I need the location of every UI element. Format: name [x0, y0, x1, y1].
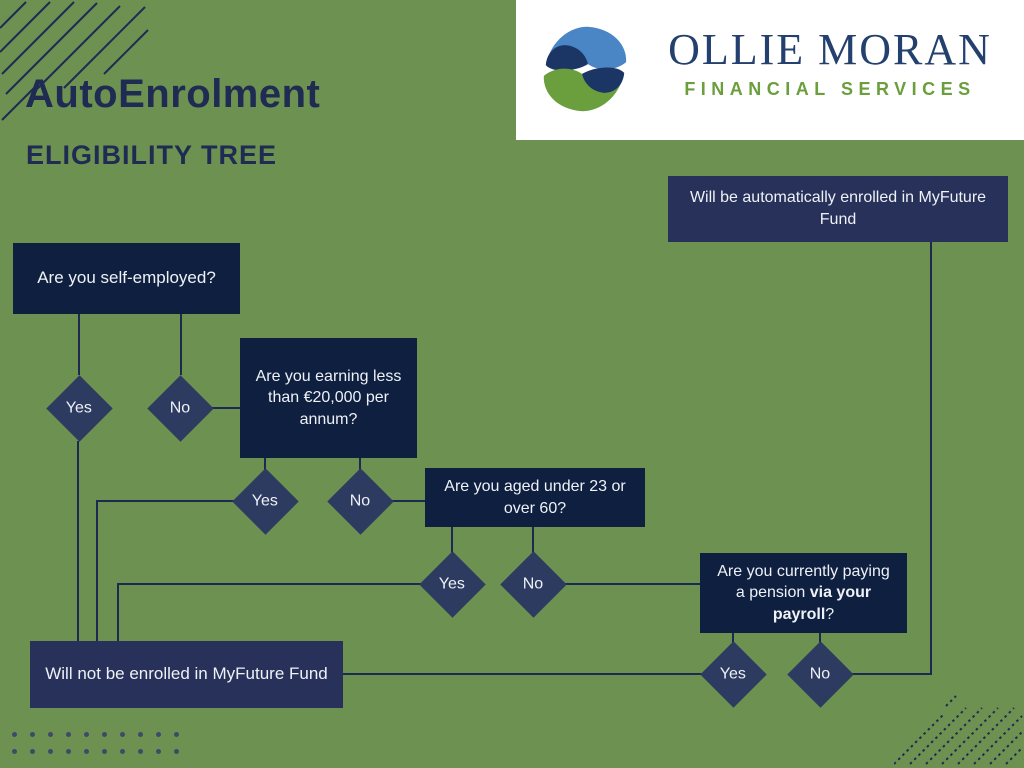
connector-line [930, 242, 932, 675]
decision-diamond-payroll-yes: Yes [699, 640, 767, 708]
connector-line [565, 583, 701, 585]
logo-company-name: OLLIE MORAN [668, 25, 992, 74]
connector-line [117, 583, 119, 642]
connector-line [180, 314, 182, 375]
connector-line [78, 314, 80, 375]
question-box-self-employed: Are you self-employed? [13, 243, 240, 314]
connector-line [852, 673, 932, 675]
dots-pattern-decor [12, 732, 192, 766]
connector-line [532, 527, 534, 553]
question-box-pension-via-payroll: Are you currently paying a pension via y… [700, 553, 907, 633]
page-title: AutoEnrolment [25, 72, 321, 116]
question-box-earning-less-20000: Are you earning less than €20,000 per an… [240, 338, 417, 458]
question-pension-text: Are you currently paying a pension via y… [717, 562, 890, 623]
connector-line [343, 673, 702, 675]
connector-line [451, 527, 453, 553]
connector-line [819, 633, 821, 643]
connector-line [392, 500, 426, 502]
decision-diamond-self-employed-no: No [146, 374, 214, 442]
connector-line [264, 458, 266, 470]
connector-line [117, 583, 421, 585]
decision-diamond-age-yes: Yes [418, 550, 486, 618]
decision-diamond-earning-yes: Yes [231, 467, 299, 535]
decision-diamond-earning-no: No [326, 467, 394, 535]
decision-diamond-payroll-no: No [786, 640, 854, 708]
page-subtitle: ELIGIBILITY TREE [26, 140, 278, 170]
connector-line [96, 500, 98, 642]
diagonal-stripes-bottomright-decor [894, 695, 1023, 765]
diagonal-stripes-topleft-decor [0, 1, 149, 121]
outcome-box-enrolled: Will be automatically enrolled in MyFutu… [668, 176, 1008, 242]
connector-line [212, 407, 241, 409]
logo-tagline: FINANCIAL SERVICES [684, 79, 976, 99]
connector-line [732, 633, 734, 643]
question-box-age-under23-over60: Are you aged under 23 or over 60? [425, 468, 645, 527]
outcome-box-not-enrolled: Will not be enrolled in MyFuture Fund [30, 641, 343, 708]
decision-diamond-self-employed-yes: Yes [45, 374, 113, 442]
logo-panel: OLLIE MORAN FINANCIAL SERVICES [516, 0, 1024, 140]
decision-diamond-age-no: No [499, 550, 567, 618]
connector-line [359, 458, 361, 470]
connector-line [77, 441, 79, 642]
connector-line [96, 500, 234, 502]
ollie-moran-logo-icon [543, 26, 627, 112]
logo-text: OLLIE MORAN FINANCIAL SERVICES [644, 24, 1016, 100]
